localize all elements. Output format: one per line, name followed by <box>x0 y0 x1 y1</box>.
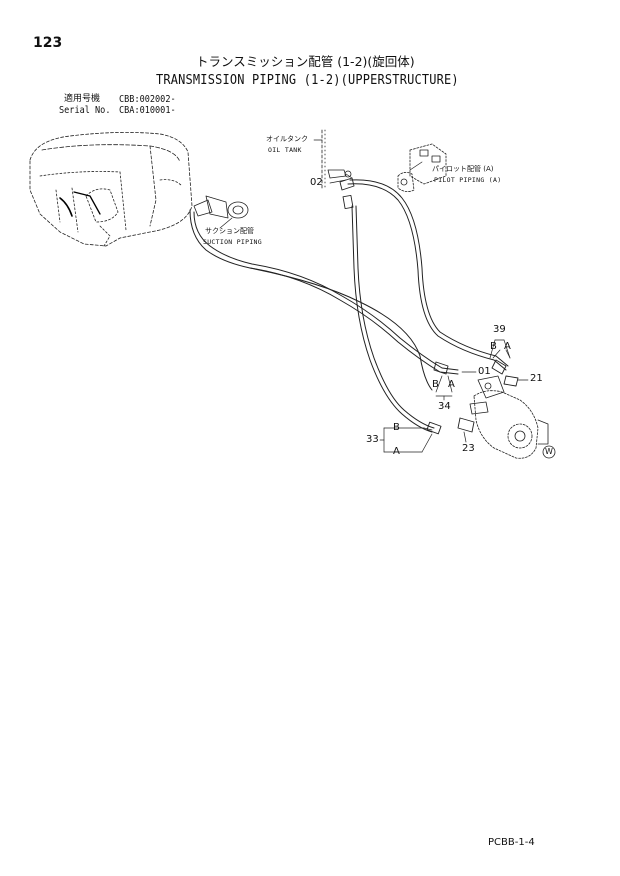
callout-39: 39 <box>493 324 506 335</box>
pilot-valve-block <box>397 143 447 192</box>
pilot-piping-label-en: PILOT PIPING (A) <box>434 176 502 184</box>
oil-tank-fitting <box>327 169 352 179</box>
callout-34-b: B <box>432 379 439 390</box>
callout-34-a: A <box>448 379 455 390</box>
applicability-label-jp: 適用号機 <box>64 94 101 104</box>
suction-piping-label-jp: サクション配管 <box>205 227 254 235</box>
applicability-value-1: CBB:002002- <box>119 94 176 105</box>
hose-tank-to-39 <box>347 179 509 371</box>
transmission-assembly <box>469 375 549 459</box>
callout-33-a: A <box>393 446 400 457</box>
callout-33-b: B <box>393 422 400 433</box>
pilot-piping-label-jp: パイロット配管 (A) <box>432 165 494 173</box>
suction-fitting <box>193 195 249 219</box>
page-number: 123 <box>33 35 63 51</box>
hose-suction-to-01 <box>189 209 459 375</box>
applicability-value-2: CBA:010001- <box>119 105 176 116</box>
upperstructure-outline <box>29 132 193 247</box>
hose-long-return <box>249 267 433 391</box>
oil-tank-label-jp: オイルタンク <box>266 135 308 143</box>
callout-01: 01 <box>478 366 491 377</box>
callout-21: 21 <box>530 373 543 384</box>
title-japanese: トランスミッション配管 (1-2)(旋回体) <box>196 54 415 69</box>
oil-tank-label-en: OIL TANK <box>268 146 302 154</box>
hose-02-to-33 <box>351 205 435 433</box>
callout-02: 02 <box>310 177 323 188</box>
callout-39-a: A <box>504 341 511 352</box>
callout-33: 33 <box>366 434 379 445</box>
hose-fittings <box>339 177 519 435</box>
w-symbol-circle <box>542 445 556 459</box>
callout-23: 23 <box>462 443 475 454</box>
leader-lines <box>219 139 529 453</box>
callout-39-b: B <box>490 341 497 352</box>
w-symbol-letter: W <box>545 447 553 456</box>
suction-piping-label-en: SUCTION PIPING <box>203 238 262 246</box>
serial-label-en: Serial No. <box>59 105 111 116</box>
footer-page-code: PCBB-1-4 <box>488 837 535 848</box>
title-english: TRANSMISSION PIPING (1-2)(UPPERSTRUCTURE… <box>156 73 459 88</box>
callout-34: 34 <box>438 401 451 412</box>
